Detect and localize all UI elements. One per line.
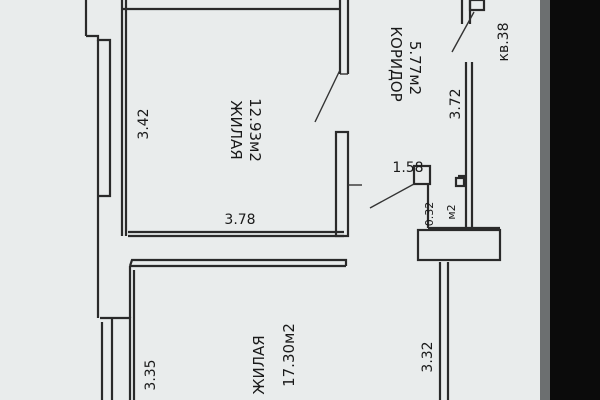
corridor-walls	[369, 0, 502, 400]
room2-area: 17.30м2	[280, 323, 298, 387]
door-swing-entrance	[451, 11, 475, 53]
left-wall	[84, 0, 132, 400]
dimension-3-35: 3.35	[143, 359, 159, 390]
screen-frame	[548, 0, 600, 400]
corridor-area: 5.77м2	[406, 41, 424, 95]
room1-area: 12.93м2	[246, 98, 264, 162]
dimension-3-72: 3.72	[448, 88, 464, 119]
room2-walls	[128, 258, 348, 400]
room1-name: ЖИЛАЯ	[227, 100, 245, 159]
apartment-label: кв.38	[496, 23, 512, 62]
dimension-3-32: 3.32	[420, 341, 436, 372]
dimension-3-78: 3.78	[224, 212, 255, 228]
dimension-3-42: 3.42	[136, 108, 152, 139]
door-swing-room1	[314, 69, 341, 123]
small-room-area-unit: м2	[445, 204, 458, 219]
room2-name: ЖИЛАЯ	[250, 335, 268, 394]
room1-walls	[120, 0, 362, 238]
corridor-name: КОРИДОР	[387, 26, 405, 101]
door-swing-bath	[369, 183, 415, 209]
dimension-1-58: 1.58	[392, 160, 423, 176]
screen-frame-edge	[540, 0, 550, 400]
small-room-area-value: 0.32	[423, 202, 436, 227]
